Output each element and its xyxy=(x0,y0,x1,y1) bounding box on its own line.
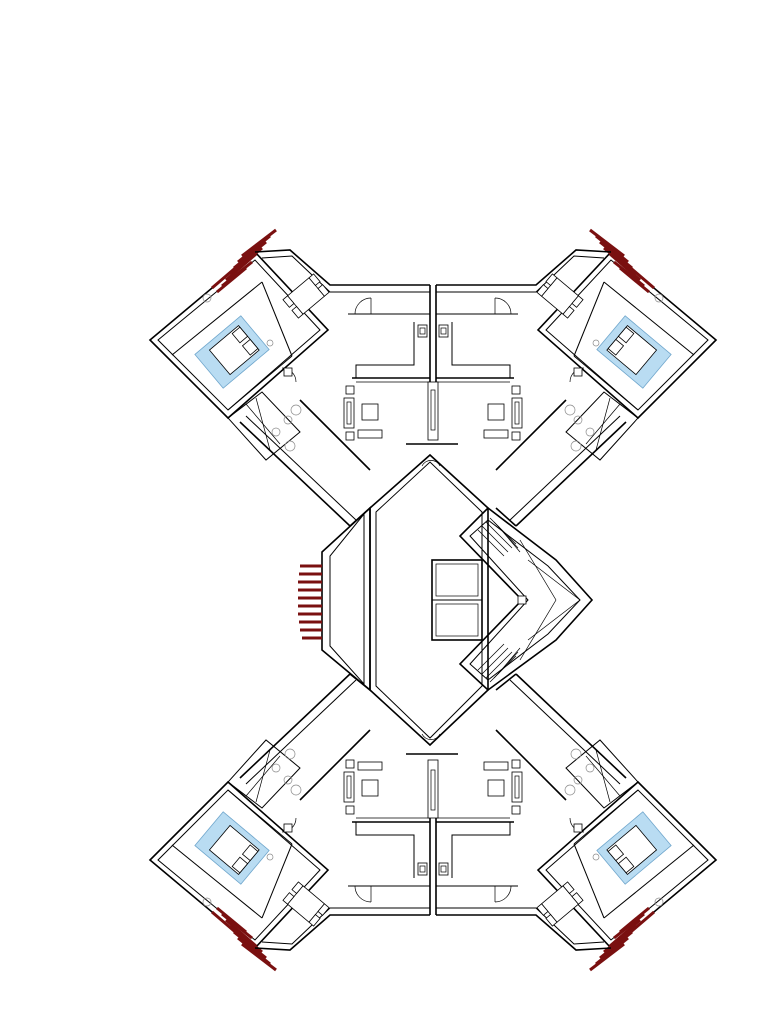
wing-top-right xyxy=(434,228,718,528)
central-spine-top xyxy=(406,285,458,445)
wing-bottom-right xyxy=(434,672,718,972)
lifts xyxy=(431,559,483,641)
west-balcony xyxy=(298,506,371,692)
x-frame xyxy=(349,507,517,691)
wing-top-left xyxy=(148,228,432,528)
central-spine-bottom xyxy=(406,753,458,915)
wing-bottom-left xyxy=(148,672,432,972)
staircase xyxy=(458,506,594,692)
